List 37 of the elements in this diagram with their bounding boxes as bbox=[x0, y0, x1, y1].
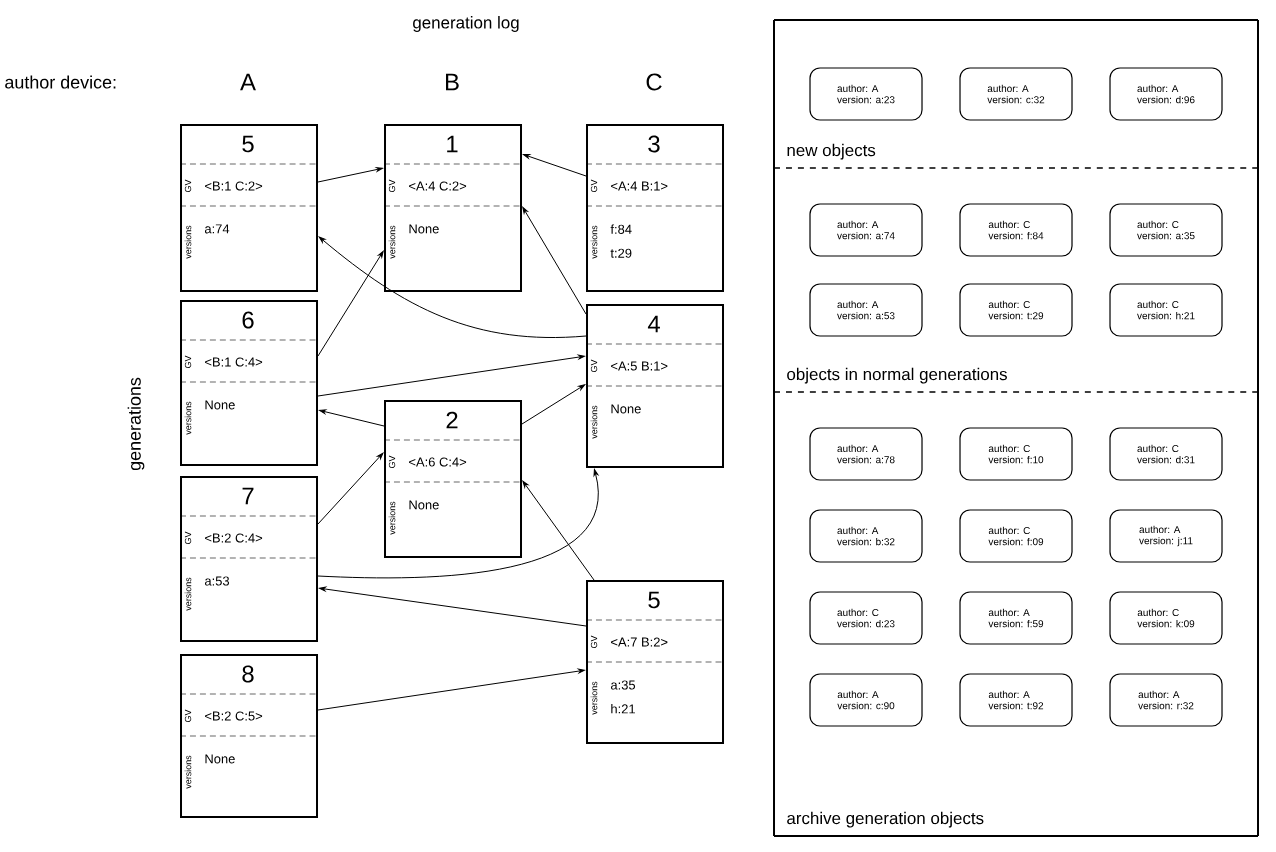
generation-box bbox=[585, 124, 724, 292]
axis-label: author device: bbox=[5, 75, 116, 89]
block-number: 7 bbox=[242, 487, 254, 505]
block-number: 6 bbox=[242, 311, 254, 329]
generation-box bbox=[383, 400, 522, 558]
axis-label: generations bbox=[127, 377, 145, 471]
arrow bbox=[522, 480, 595, 581]
arrow bbox=[319, 586, 587, 627]
column-label: C bbox=[646, 73, 662, 91]
arrow bbox=[523, 154, 587, 177]
generation-box bbox=[585, 304, 724, 468]
generation-box bbox=[383, 124, 522, 292]
block-number: 2 bbox=[446, 411, 458, 429]
block-number: 3 bbox=[648, 135, 660, 153]
generation-box bbox=[179, 300, 318, 466]
block-number: 5 bbox=[242, 135, 254, 153]
block-number: 8 bbox=[242, 665, 254, 683]
block-number: 1 bbox=[447, 135, 458, 153]
arrow bbox=[317, 668, 585, 711]
generation-box bbox=[179, 654, 318, 818]
arrow bbox=[317, 354, 585, 397]
arrow bbox=[317, 250, 384, 357]
generation-box bbox=[179, 476, 318, 642]
generation-box bbox=[585, 580, 724, 744]
arrow bbox=[319, 409, 385, 427]
column-label: B bbox=[446, 73, 459, 91]
arrow bbox=[317, 452, 384, 525]
arrow bbox=[318, 236, 587, 338]
heading: generation log bbox=[413, 16, 519, 32]
block-number: 4 bbox=[647, 315, 660, 333]
arrow bbox=[317, 167, 383, 183]
arrow bbox=[522, 206, 587, 315]
block-number: 5 bbox=[648, 591, 660, 609]
column-label: A bbox=[240, 73, 256, 91]
arrow bbox=[317, 469, 599, 579]
arrow bbox=[521, 384, 586, 425]
generation-box bbox=[179, 124, 318, 292]
